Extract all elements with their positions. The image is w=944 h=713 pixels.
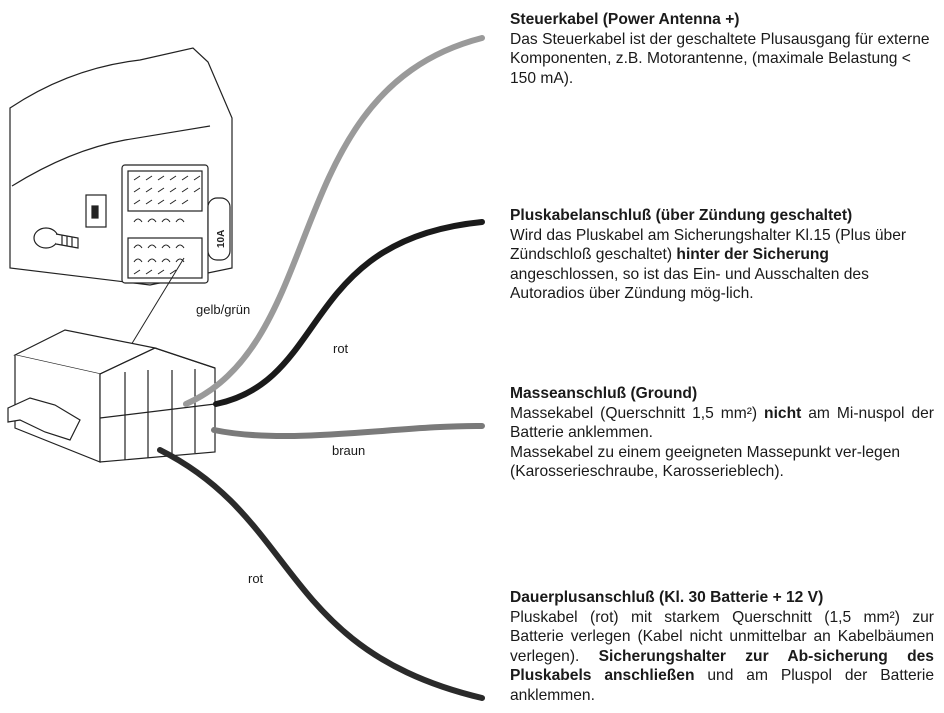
masse-text-2: Massekabel zu einem geeigneten Massepunk… [510, 443, 901, 481]
release-tab [7, 397, 81, 441]
fuse [207, 197, 231, 261]
steuerkabel-text: Das Steuerkabel ist der geschaltete Plus… [510, 30, 930, 87]
wire-label-gelb-gruen: gelb/grün [196, 302, 251, 317]
steuerkabel-title: Steuerkabel (Power Antenna +) [510, 11, 740, 28]
wire-antenna [183, 35, 485, 407]
wire-label-braun: braun [332, 443, 366, 458]
knob [33, 227, 59, 249]
masse-text: Massekabel (Querschnitt 1,5 mm²) nicht a… [510, 404, 934, 442]
wire-label-rot-bottom: rot [248, 571, 264, 586]
wire-label-rot-top: rot [333, 341, 349, 356]
wire-battery [157, 447, 485, 701]
block-dauer: Dauerplusanschluß (Kl. 30 Batterie + 12 … [510, 588, 934, 706]
block-plus: Pluskabelanschluß (über Zündung geschalt… [510, 206, 934, 304]
block-masse: Masseanschluß (Ground) Massekabel (Quers… [510, 384, 934, 482]
wire-plus [213, 219, 485, 407]
dauer-text: Pluskabel (rot) mit starkem Querschnitt … [510, 608, 934, 704]
dauer-title: Dauerplusanschluß (Kl. 30 Batterie + 12 … [510, 589, 824, 606]
plus-text: Wird das Pluskabel am Sicherungshalter K… [510, 226, 907, 303]
block-steuerkabel: Steuerkabel (Power Antenna +) Das Steuer… [510, 10, 934, 88]
leader-line [127, 257, 185, 351]
plus-title: Pluskabelanschluß (über Zündung geschalt… [510, 207, 853, 224]
masse-title: Masseanschluß (Ground) [510, 385, 698, 402]
connector-block [121, 164, 209, 284]
wire-ground [211, 422, 485, 440]
fuse-label: 10A [216, 230, 227, 248]
